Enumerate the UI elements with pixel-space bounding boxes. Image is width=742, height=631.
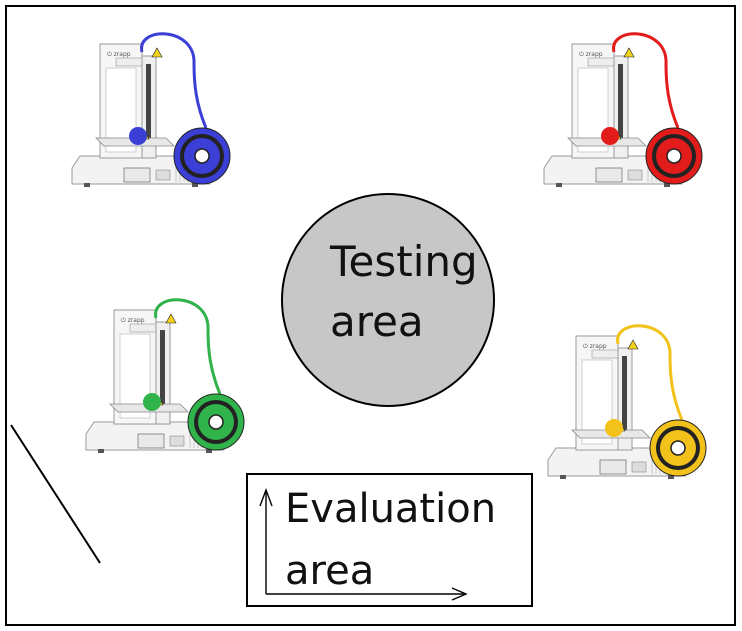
printer-red-icon [543,32,703,188]
testing-area-circle [281,193,495,407]
testing-area-label-line1: Testing [329,237,478,286]
testing-area-label-line2: area [330,297,424,346]
evaluation-area-label-line2: area [285,548,374,594]
printer-green-icon [85,298,245,454]
evaluation-area-box [246,473,533,607]
outer-border [5,5,736,626]
evaluation-area: Evaluation area [246,473,533,607]
printer-blue-icon [71,32,231,188]
evaluation-area-label-line1: Evaluation [285,486,496,532]
printer-yellow-icon [547,324,707,480]
diagonal-line [10,424,101,564]
testing-area: Testing area [281,193,495,407]
